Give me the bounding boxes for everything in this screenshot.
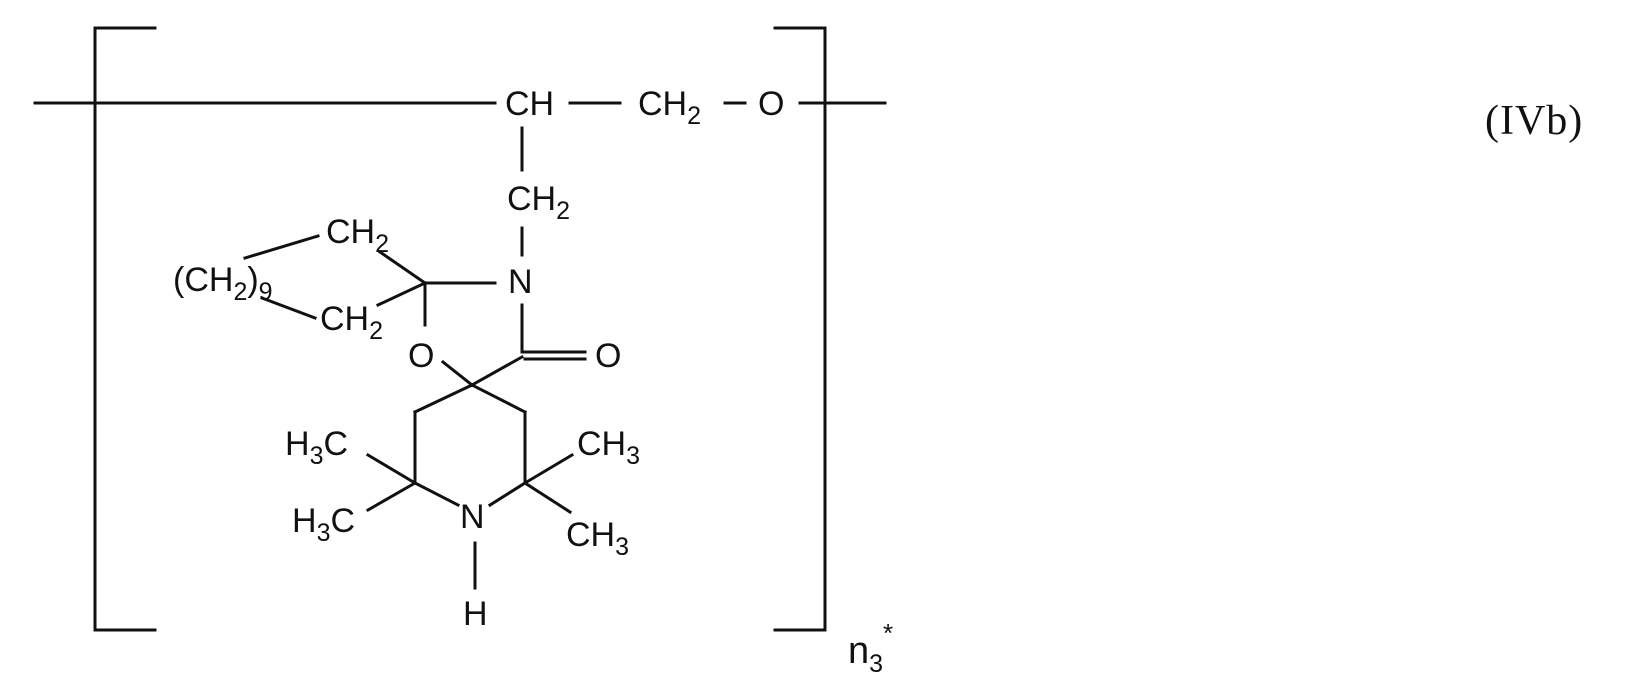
bond-ch29-ch2top (245, 236, 318, 258)
bond-carbonyl-spiro2 (472, 357, 522, 385)
carbonyl-o: O (595, 337, 621, 375)
h3c-lower: H3C (292, 502, 355, 547)
pip-h: H (463, 595, 488, 633)
repeat-index: n3* (848, 618, 893, 678)
bond-ch3-upper (525, 455, 572, 483)
ch3-upper: CH3 (577, 425, 640, 470)
ch2-9: (CH2)9 (173, 261, 273, 306)
ch2-top: CH2 (326, 213, 389, 258)
h3c-upper: H3C (285, 425, 348, 470)
bond-ch3-lower (525, 483, 570, 512)
ch3-lower: CH3 (566, 516, 629, 561)
pip-bond-3 (415, 483, 458, 505)
backbone-o: O (758, 85, 784, 123)
bond-h3c-lower (368, 483, 415, 510)
ring-n: N (508, 263, 533, 301)
ch2-bottom: CH2 (320, 300, 383, 345)
pip-bond-6 (472, 385, 525, 412)
pip-bond-4 (490, 483, 525, 505)
bond-spiro-ch2bottom (378, 283, 425, 305)
side-ch2: CH2 (507, 180, 570, 225)
pip-bond-1 (415, 385, 472, 412)
bond-h3c-upper (368, 455, 415, 483)
backbone-ch2: CH2 (638, 85, 701, 130)
ring-o: O (408, 337, 434, 375)
left-bracket (95, 28, 155, 630)
formula-label: (IVb) (1485, 97, 1583, 145)
bond-o-spiro2 (443, 362, 472, 385)
backbone-ch: CH (505, 85, 554, 123)
pip-n: N (460, 498, 485, 536)
